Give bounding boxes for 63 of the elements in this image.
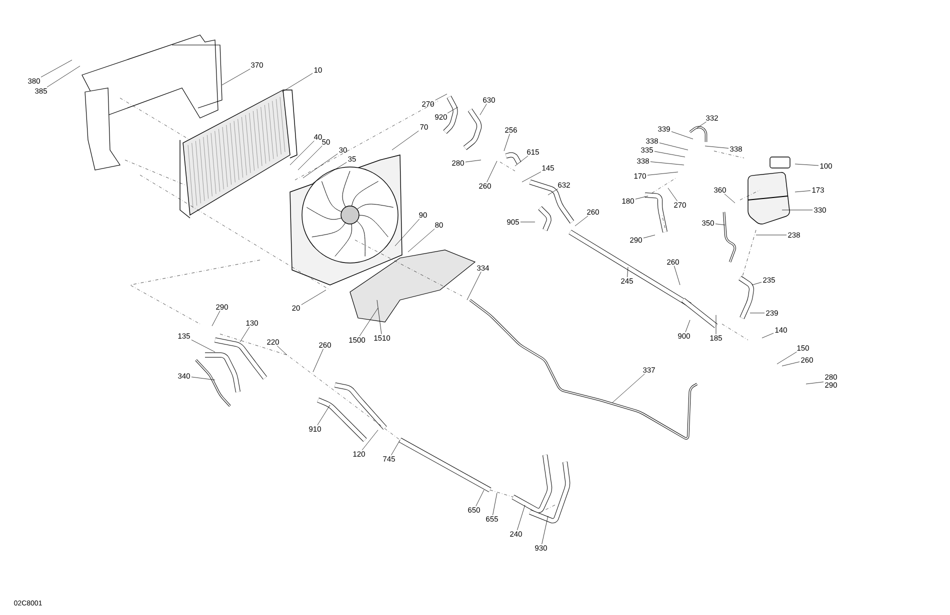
leader-line: [290, 140, 314, 166]
leader-line: [696, 122, 706, 128]
leader-line: [301, 290, 326, 305]
leader-line: [522, 172, 542, 182]
leader-line: [282, 73, 313, 92]
leader-line: [191, 340, 216, 352]
leader-line: [674, 266, 680, 286]
leader-line: [762, 332, 774, 338]
leader-line: [276, 346, 288, 356]
leader-line: [517, 504, 526, 530]
leader-line: [408, 228, 435, 252]
leader-line: [685, 320, 690, 332]
leader-line: [659, 142, 688, 150]
leader-line: [492, 492, 498, 516]
leader-line: [752, 282, 762, 286]
leader-line: [504, 134, 510, 152]
leader-line: [465, 160, 482, 162]
leader-line: [312, 162, 347, 184]
leader-line: [394, 218, 420, 246]
leader-line: [222, 68, 250, 86]
leader-line: [240, 326, 250, 342]
leader-line: [806, 382, 824, 384]
leader-line: [391, 440, 400, 456]
leader-line: [627, 266, 628, 278]
leader-line: [650, 162, 684, 166]
leader-line: [635, 196, 648, 200]
leader-line: [212, 310, 220, 326]
leader-line: [191, 376, 216, 380]
leader-line: [359, 308, 378, 336]
leader-line: [312, 348, 324, 372]
leader-line: [776, 352, 797, 364]
leader-line: [447, 106, 458, 114]
leader-line: [612, 374, 645, 404]
leader-line: [514, 156, 528, 166]
leader-line: [574, 216, 588, 226]
leader-line: [486, 160, 498, 182]
leader-line: [435, 94, 448, 100]
leader-line: [46, 66, 80, 88]
leader-line: [750, 312, 765, 314]
leader-line: [317, 404, 330, 426]
leader-line: [671, 131, 694, 140]
leader-line: [476, 490, 484, 506]
leader-line: [376, 300, 382, 334]
leader-line: [724, 194, 736, 204]
leader-line: [643, 234, 656, 238]
leader-line: [466, 272, 482, 300]
leader-line: [794, 190, 811, 192]
leader-line: [480, 104, 487, 116]
leader-line: [756, 234, 787, 236]
leader-line: [668, 188, 678, 202]
leader-line: [392, 130, 419, 150]
leader-line: [715, 224, 726, 226]
leader-line: [362, 430, 378, 450]
leader-line: [40, 60, 72, 78]
leader-line: [548, 188, 558, 196]
leader-line: [542, 516, 548, 544]
leader-line: [654, 151, 686, 158]
leader-line: [298, 146, 322, 170]
leader-line: [782, 362, 800, 366]
leader-line: [794, 164, 819, 166]
leader-line: [302, 154, 338, 178]
leader-line: [647, 172, 678, 176]
leader-line: [704, 146, 729, 148]
